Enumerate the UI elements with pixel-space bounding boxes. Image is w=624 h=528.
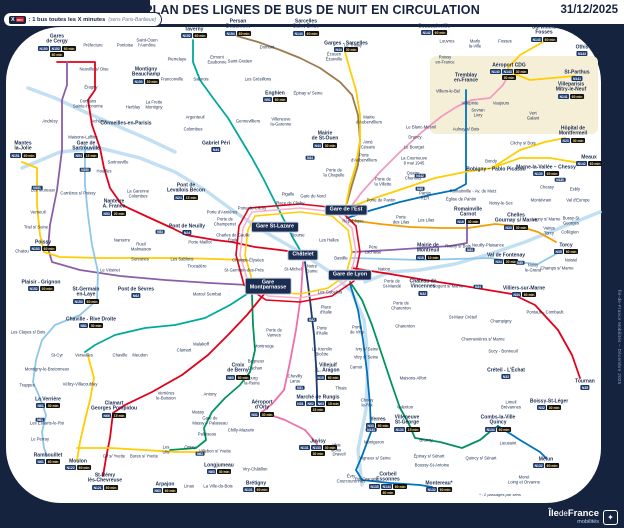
legend-text: : 1 bus toutes les X minutes xyxy=(28,16,106,23)
date-label: 31/12/2025 xyxy=(560,4,618,16)
copyright-credit: Île-de-France Mobilités – Décembre 2025 xyxy=(617,290,622,385)
frequency-badge-x: X xyxy=(11,16,15,23)
legend-note: (sens Paris-Banlieue) xyxy=(108,16,157,23)
idfm-logo-sub: mobilités xyxy=(577,518,599,525)
idfm-logo-icon: ✦ xyxy=(603,509,618,525)
idfm-logo-main: ÎledeFrance xyxy=(548,508,599,519)
idfm-logo-text: ÎledeFrance mobilités xyxy=(548,509,599,525)
idfm-logo: ÎledeFrance mobilités ✦ xyxy=(548,509,618,525)
map-canvas xyxy=(6,27,601,503)
map-footnote: * : 2 passages par sens xyxy=(479,491,521,497)
page-title: PLAN DES LIGNES DE BUS DE NUIT EN CIRCUL… xyxy=(144,3,480,17)
frequency-badge: X mn xyxy=(9,15,26,24)
frequency-legend: X mn : 1 bus toutes les X minutes (sens … xyxy=(3,12,163,27)
frequency-badge-unit: mn xyxy=(15,17,24,22)
